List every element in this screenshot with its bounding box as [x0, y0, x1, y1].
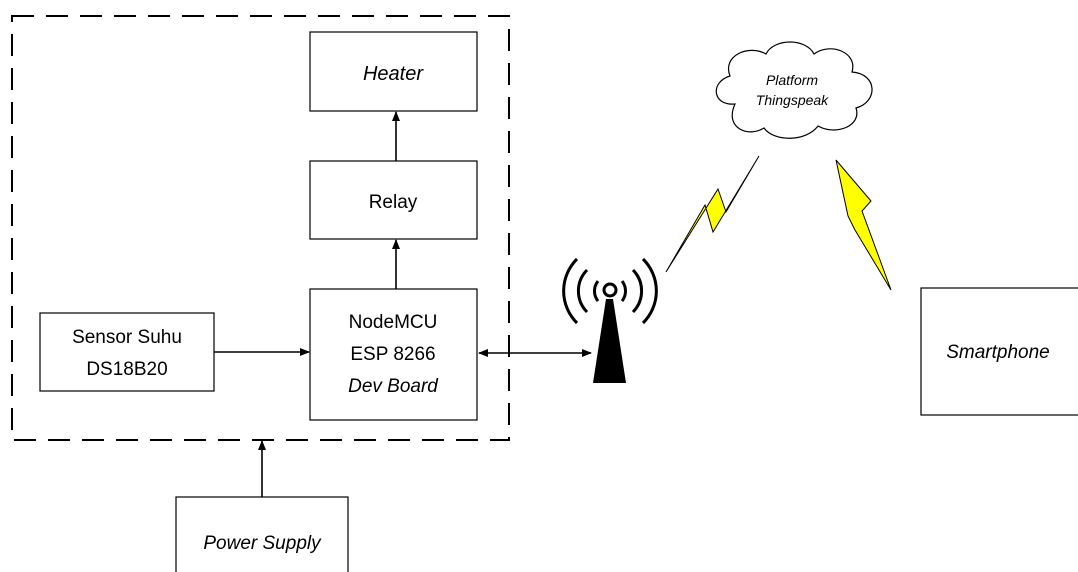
- heater-label: Heater: [363, 63, 424, 85]
- nodemcu-label-line3: Dev Board: [348, 376, 439, 397]
- cloud-label-line1: Platform: [766, 72, 818, 88]
- heater-block: Heater: [309, 31, 478, 112]
- cloud-icon: Platform Thingspeak: [715, 41, 873, 139]
- nodemcu-label-line1: NodeMCU: [349, 312, 438, 333]
- nodemcu-label-line2: ESP 8266: [350, 344, 435, 365]
- smartphone-block: Smartphone: [920, 287, 1078, 416]
- sensor-label-line1: Sensor Suhu: [72, 327, 182, 348]
- power-supply-block: Power Supply: [175, 496, 349, 572]
- relay-label: Relay: [369, 192, 418, 213]
- radio-tower-icon: [562, 257, 658, 383]
- lightning-bolt-icon: [665, 155, 760, 273]
- sensor-label-line2: DS18B20: [86, 359, 167, 380]
- nodemcu-block: NodeMCU ESP 8266 Dev Board: [309, 288, 478, 421]
- sensor-block: Sensor Suhu DS18B20: [39, 312, 215, 392]
- smartphone-label: Smartphone: [946, 342, 1050, 363]
- cloud-label-line2: Thingspeak: [756, 92, 829, 108]
- power-supply-label: Power Supply: [203, 533, 322, 554]
- lightning-bolt-icon: [835, 159, 892, 291]
- relay-block: Relay: [309, 160, 478, 240]
